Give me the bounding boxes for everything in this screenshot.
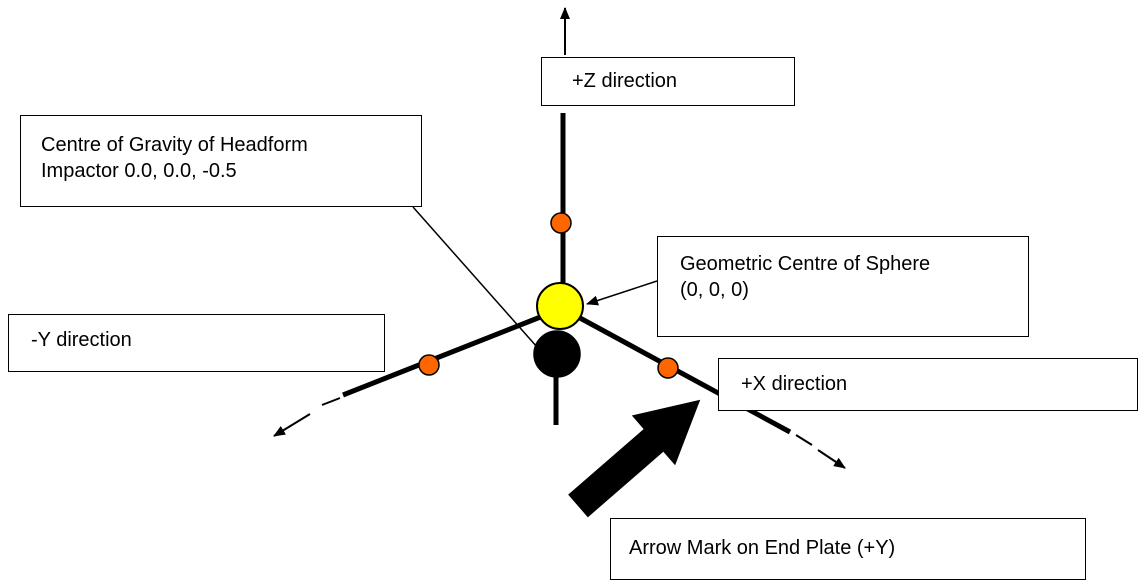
- x-direction-label: +X direction: [718, 358, 1138, 411]
- z-direction-label: +Z direction: [541, 57, 795, 106]
- x-axis-dash: [795, 434, 813, 446]
- x-direction-text: +X direction: [741, 373, 848, 395]
- arrow-mark-text: Arrow Mark on End Plate (+Y): [629, 537, 896, 559]
- geometric-centre-text: Geometric Centre of Sphere (0, 0, 0): [680, 253, 931, 301]
- cog-label: Centre of Gravity of Headform Impactor 0…: [20, 115, 422, 207]
- cog-leader-line: [412, 206, 546, 357]
- x-axis-marker: [657, 357, 679, 379]
- gc-leader-line: [586, 280, 658, 306]
- y-axis: [342, 313, 544, 398]
- z-axis-marker: [550, 212, 572, 234]
- y-direction-label: -Y direction: [8, 314, 385, 372]
- x-axis: [578, 315, 792, 435]
- y-direction-text: -Y direction: [31, 329, 132, 351]
- x-axis-arrow: [817, 449, 846, 469]
- cog-marker: [533, 330, 581, 378]
- sphere-centre-marker: [536, 282, 584, 330]
- geometric-centre-label: Geometric Centre of Sphere (0, 0, 0): [657, 236, 1029, 337]
- y-axis-dash: [321, 397, 341, 406]
- y-axis-arrow: [273, 413, 311, 437]
- z-direction-text: +Z direction: [572, 70, 678, 92]
- end-plate-arrow: [568, 399, 701, 518]
- cog-text: Centre of Gravity of Headform Impactor 0…: [41, 134, 308, 182]
- arrow-mark-label: Arrow Mark on End Plate (+Y): [610, 518, 1086, 580]
- y-axis-marker: [418, 354, 440, 376]
